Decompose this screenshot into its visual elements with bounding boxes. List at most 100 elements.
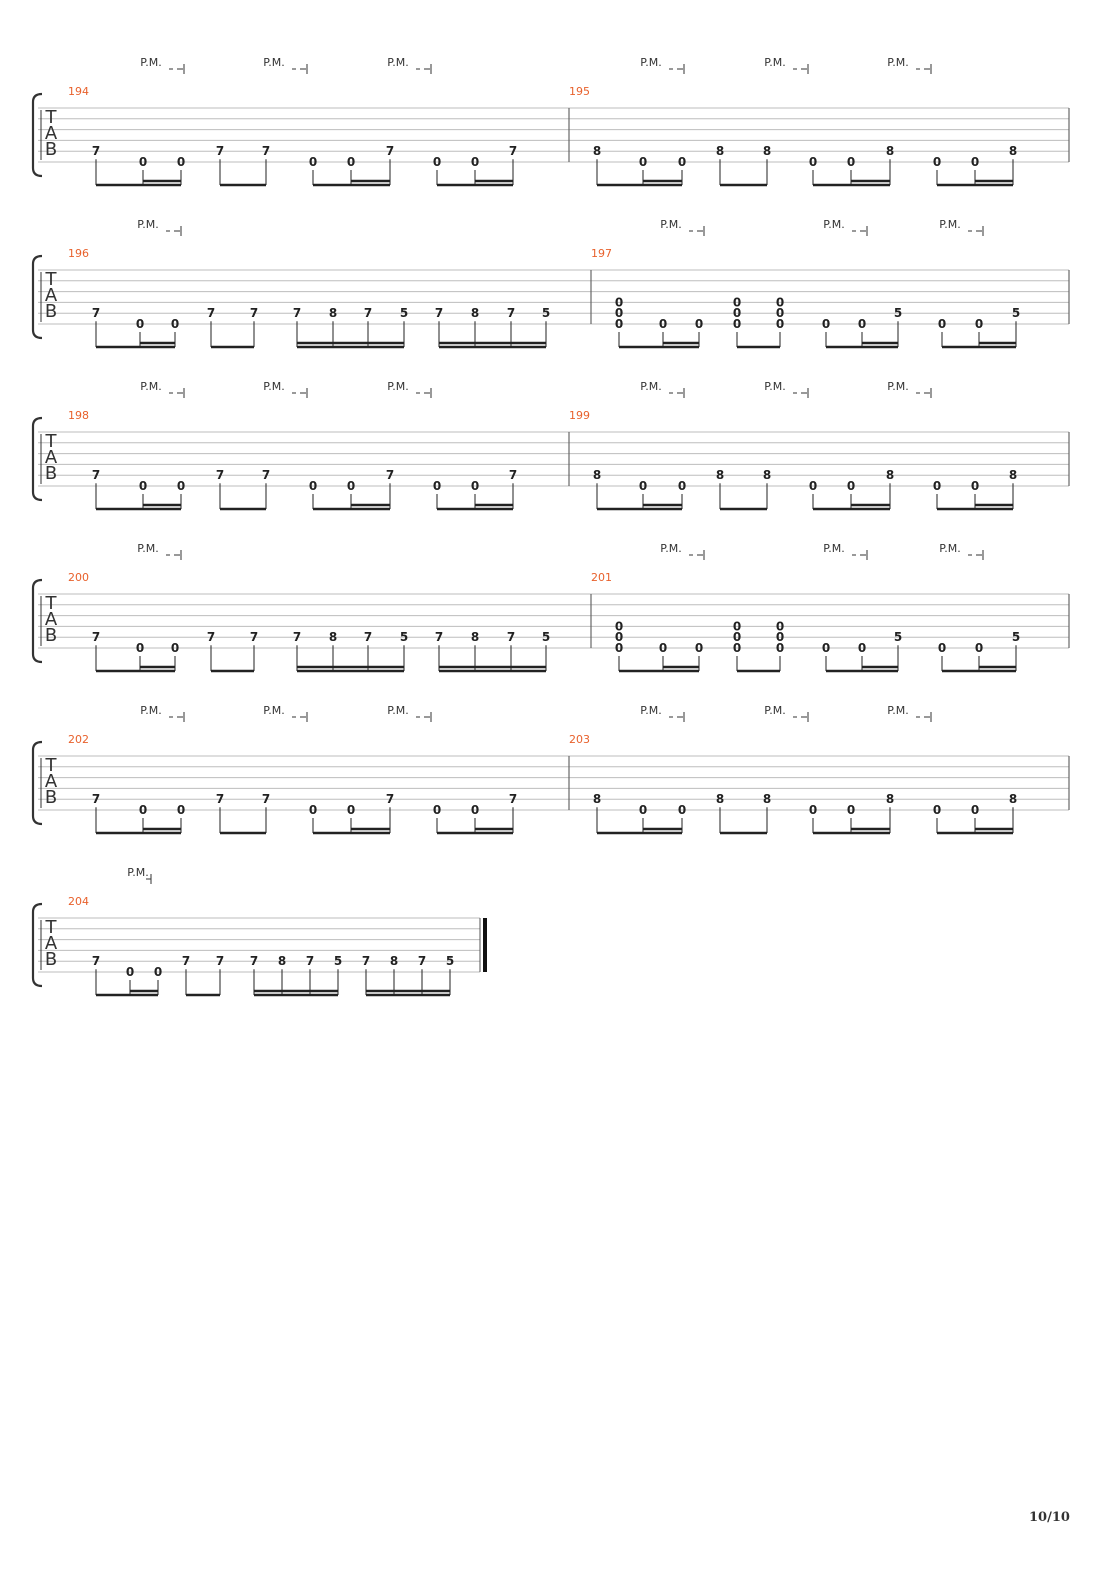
tab-clef-letter: A	[45, 447, 58, 468]
fret-number: 0	[639, 479, 647, 493]
palm-mute-label: P.M.	[140, 704, 161, 717]
fret-number: 0	[347, 155, 355, 169]
fret-number: 8	[886, 144, 894, 158]
fret-number: 0	[639, 803, 647, 817]
fret-number: 0	[847, 803, 855, 817]
palm-mute-label: P.M.	[887, 704, 908, 717]
fret-number: 5	[894, 306, 902, 320]
fret-number: 5	[400, 306, 408, 320]
fret-number: 0	[733, 317, 741, 331]
tab-clef-letter: A	[45, 771, 58, 792]
fret-number: 0	[776, 630, 784, 644]
fret-number: 8	[716, 144, 724, 158]
fret-number: 0	[126, 965, 134, 979]
fret-number: 7	[507, 630, 515, 644]
tab-clef-letter: B	[45, 625, 57, 646]
fret-number: 0	[933, 479, 941, 493]
fret-number: 8	[716, 468, 724, 482]
fret-number: 7	[92, 954, 100, 968]
fret-number: 0	[615, 630, 623, 644]
fret-number: 0	[971, 155, 979, 169]
palm-mute-label: P.M.	[823, 542, 844, 555]
measure-number: 203	[569, 733, 590, 746]
tab-clef-letter: B	[45, 949, 57, 970]
fret-number: 8	[329, 306, 337, 320]
fret-number: 0	[971, 479, 979, 493]
palm-mute-label: P.M.	[263, 704, 284, 717]
fret-number: 0	[809, 479, 817, 493]
fret-number: 8	[886, 792, 894, 806]
palm-mute-label: P.M.	[263, 380, 284, 393]
fret-number: 7	[92, 792, 100, 806]
fret-number: 8	[593, 468, 601, 482]
measure-number: 204	[68, 895, 89, 908]
fret-number: 0	[615, 317, 623, 331]
fret-number: 5	[400, 630, 408, 644]
fret-number: 7	[250, 954, 258, 968]
fret-number: 0	[822, 641, 830, 655]
measure-number: 194	[68, 85, 89, 98]
fret-number: 0	[171, 641, 179, 655]
fret-number: 8	[1009, 468, 1017, 482]
tab-clef-letter: T	[45, 107, 58, 128]
fret-number: 0	[695, 641, 703, 655]
fret-number: 0	[776, 306, 784, 320]
fret-number: 5	[1012, 630, 1020, 644]
fret-number: 0	[933, 803, 941, 817]
fret-number: 0	[975, 317, 983, 331]
fret-number: 0	[139, 479, 147, 493]
fret-number: 7	[386, 792, 394, 806]
system-bracket	[31, 416, 43, 502]
tab-clef-letter: A	[45, 933, 58, 954]
palm-mute-label: P.M.	[387, 56, 408, 69]
fret-number: 0	[678, 803, 686, 817]
fret-number: 7	[306, 954, 314, 968]
fret-number: 0	[136, 641, 144, 655]
fret-number: 8	[471, 630, 479, 644]
fret-number: 0	[154, 965, 162, 979]
fret-number: 8	[763, 468, 771, 482]
fret-number: 8	[716, 792, 724, 806]
palm-mute-label: P.M.	[764, 380, 785, 393]
palm-mute-label: P.M.	[764, 56, 785, 69]
palm-mute-label: P.M.	[660, 542, 681, 555]
fret-number: 0	[615, 295, 623, 309]
tab-clef-letter: B	[45, 301, 57, 322]
measure-number: 198	[68, 409, 89, 422]
fret-number: 0	[471, 479, 479, 493]
fret-number: 0	[678, 479, 686, 493]
fret-number: 5	[1012, 306, 1020, 320]
fret-number: 7	[262, 792, 270, 806]
system-bracket	[31, 254, 43, 340]
fret-number: 0	[433, 803, 441, 817]
fret-number: 7	[182, 954, 190, 968]
tab-clef-letter: T	[45, 755, 58, 776]
tab-clef-letter: T	[45, 917, 58, 938]
palm-mute-label: P.M.	[127, 866, 148, 879]
tab-clef-letter: B	[45, 463, 57, 484]
fret-number: 8	[763, 792, 771, 806]
fret-number: 0	[177, 479, 185, 493]
fret-number: 5	[334, 954, 342, 968]
fret-number: 7	[293, 630, 301, 644]
fret-number: 0	[776, 619, 784, 633]
fret-number: 0	[695, 317, 703, 331]
fret-number: 0	[615, 306, 623, 320]
palm-mute-label: P.M.	[137, 542, 158, 555]
fret-number: 0	[847, 479, 855, 493]
fret-number: 0	[615, 641, 623, 655]
measure-number: 202	[68, 733, 89, 746]
fret-number: 7	[362, 954, 370, 968]
palm-mute-label: P.M.	[823, 218, 844, 231]
fret-number: 0	[733, 619, 741, 633]
